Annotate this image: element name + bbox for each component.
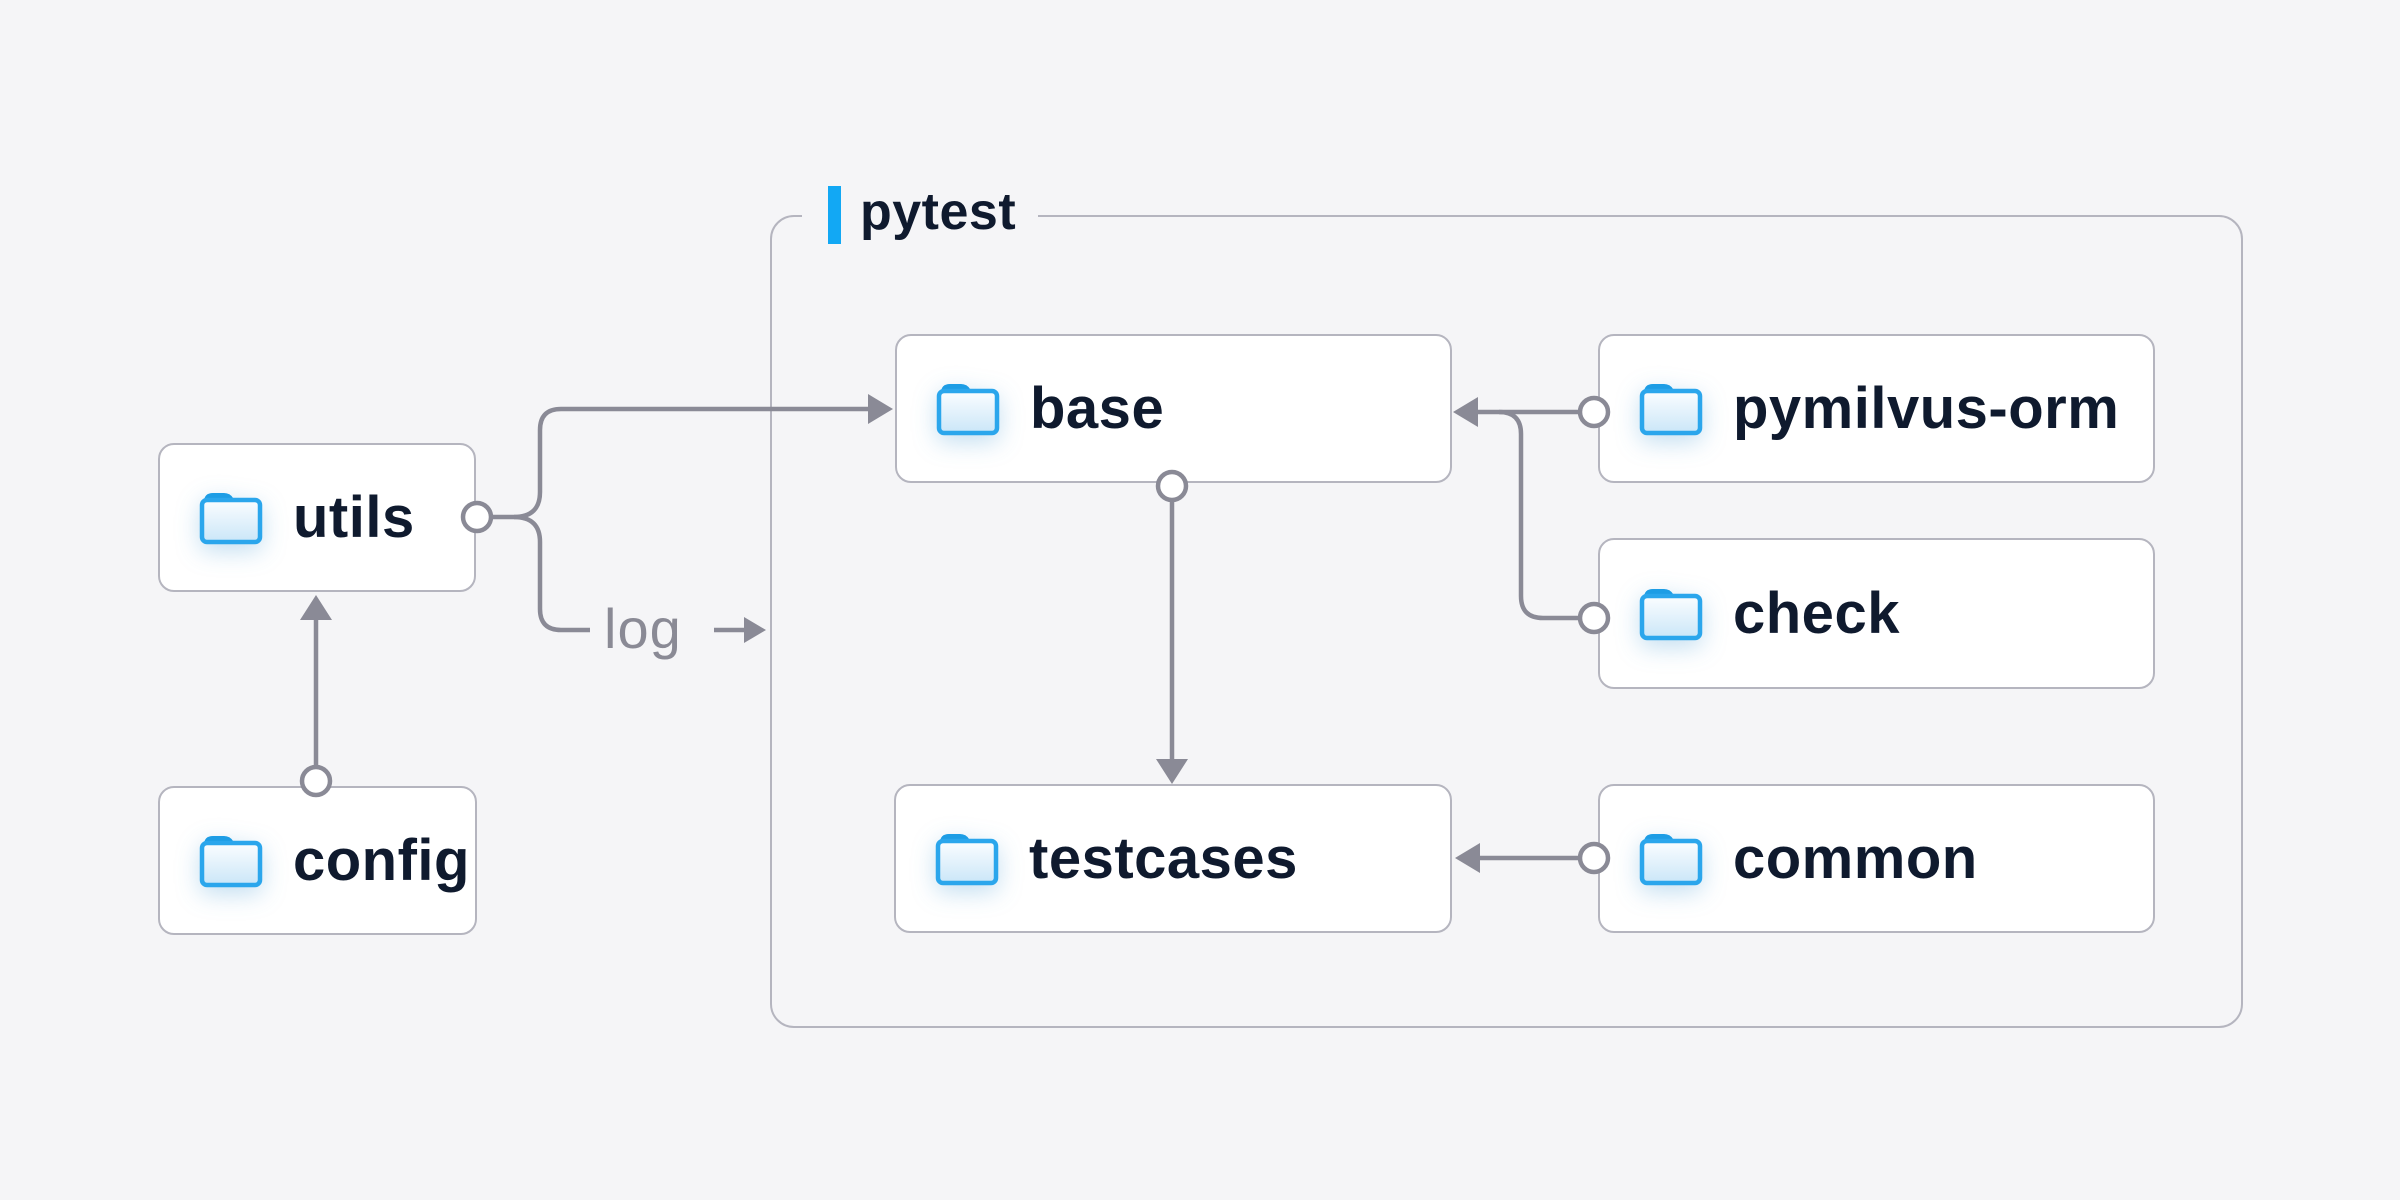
node-base: base bbox=[895, 334, 1452, 483]
node-label: utils bbox=[293, 485, 415, 550]
node-label: pymilvus-orm bbox=[1733, 376, 2120, 441]
node-label: check bbox=[1733, 581, 1900, 646]
edge-config-utils bbox=[299, 595, 333, 798]
node-testcases: testcases bbox=[894, 784, 1452, 933]
node-label: base bbox=[1030, 376, 1165, 441]
node-common: common bbox=[1598, 784, 2155, 933]
node-utils: utils bbox=[158, 443, 476, 592]
folder-icon bbox=[199, 836, 263, 888]
accent-bar-icon bbox=[828, 186, 841, 244]
node-check: check bbox=[1598, 538, 2155, 689]
log-edge-label: log bbox=[604, 596, 682, 660]
folder-icon bbox=[935, 834, 999, 886]
pytest-label-text: pytest bbox=[860, 183, 1017, 241]
node-label: config bbox=[293, 828, 470, 893]
node-label: common bbox=[1733, 826, 1978, 891]
folder-icon bbox=[936, 384, 1000, 436]
folder-icon bbox=[1639, 589, 1703, 641]
folder-icon bbox=[1639, 384, 1703, 436]
arrowhead-icon bbox=[300, 595, 332, 620]
node-config: config bbox=[158, 786, 477, 935]
pytest-group-label: pytest bbox=[802, 183, 1039, 247]
node-pymilvus-orm: pymilvus-orm bbox=[1598, 334, 2155, 483]
pytest-group-container bbox=[770, 215, 2243, 1028]
folder-icon bbox=[1639, 834, 1703, 886]
node-label: testcases bbox=[1029, 826, 1298, 891]
arrowhead-icon bbox=[744, 617, 766, 643]
folder-icon bbox=[199, 493, 263, 545]
